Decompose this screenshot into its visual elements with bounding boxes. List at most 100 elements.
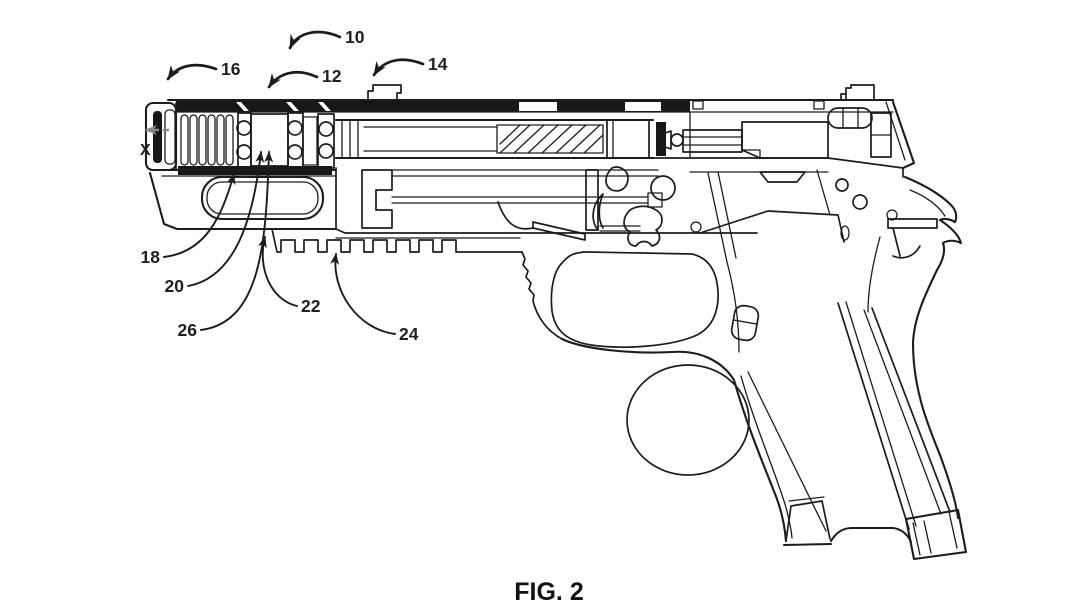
backstrap-outer <box>913 270 958 518</box>
comp-housing-front-bottom <box>150 173 336 229</box>
rear-sight-capsule-lines <box>843 108 858 128</box>
band-slash <box>318 102 331 111</box>
accessory-rail-notches <box>272 229 522 252</box>
leader-22 <box>258 236 297 306</box>
trigger-guard-serrated-front <box>522 252 562 339</box>
ref-label-10: 10 <box>345 27 365 47</box>
trigger-pivot-housing <box>586 170 598 230</box>
leader-18 <box>164 173 236 257</box>
fire-control-group <box>498 167 937 262</box>
slide <box>168 85 914 182</box>
magazine-rear <box>872 308 950 512</box>
barrel-assembly <box>336 120 828 158</box>
slide-rear-edge <box>893 102 914 168</box>
leader-26 <box>201 151 274 330</box>
magazine-front-inner <box>846 302 916 526</box>
breech-block <box>742 122 828 158</box>
slide-top-tab <box>693 101 703 109</box>
ref-label-12: 12 <box>322 66 342 86</box>
slide-top-hatch-band <box>176 101 690 112</box>
grip-seam-slants <box>708 172 736 262</box>
muzzle-threads <box>342 120 358 158</box>
grip-foot-wedge <box>786 501 830 541</box>
magazine-rear-inner <box>864 310 941 514</box>
barrel-bore-lines <box>364 127 497 151</box>
hammer-hook <box>893 228 920 258</box>
band-cutout <box>625 102 661 111</box>
front-sight <box>368 85 401 100</box>
comp-front-cap-inner <box>165 110 175 164</box>
leader-24 <box>330 253 395 334</box>
barrel-outline <box>336 120 653 158</box>
ref-label-26: 26 <box>178 320 198 340</box>
striker-cone <box>662 131 671 149</box>
rear-sight-capsule <box>828 108 872 128</box>
slide-rear-inner-edge <box>886 102 905 160</box>
arrow-16 <box>168 65 216 79</box>
comp-baffles <box>237 113 334 169</box>
grip-front-seam <box>727 262 739 352</box>
mag-well-front-wall <box>748 372 826 531</box>
grip-shell-inner <box>868 237 880 312</box>
guide-rod-upper-lines <box>392 170 658 176</box>
fcu-pin-small <box>691 222 701 232</box>
front-strap-outer <box>734 380 786 541</box>
hammer-strut-bar <box>888 219 937 228</box>
breech-block-step <box>742 150 760 158</box>
takedown-lever <box>533 222 585 240</box>
leader-20 <box>188 151 265 286</box>
comp-window-outer <box>202 177 323 219</box>
arrow-10 <box>290 32 340 48</box>
rear-sight <box>841 85 874 100</box>
striker-rod <box>683 130 742 152</box>
beavertail-outline <box>905 177 961 270</box>
grip-hollow <box>627 365 749 475</box>
ref-label-18: 18 <box>141 247 161 267</box>
sear-housing-outline <box>700 211 844 242</box>
breech-dark-bar <box>656 122 666 156</box>
fcu-pin-hole-large <box>651 176 675 200</box>
reference-numerals: 10 16 12 14 18 20 26 22 24 X FIG. 2 <box>140 27 584 606</box>
slide-catch-arm <box>498 202 533 229</box>
band-slash <box>286 102 299 111</box>
fcu-pin <box>887 210 897 220</box>
arrow-12 <box>269 72 317 87</box>
comp-spring-ribs <box>181 115 233 165</box>
ref-label-24: 24 <box>399 324 419 344</box>
ref-label-14: 14 <box>428 54 448 74</box>
band-cutout <box>519 102 557 111</box>
slide-top-tab <box>814 101 824 109</box>
recoil-assembly <box>362 170 662 228</box>
striker-rod-lines <box>683 137 742 145</box>
mag-release-button <box>730 304 760 342</box>
frame <box>272 229 757 380</box>
reference-annotations <box>144 32 423 334</box>
striker-ball <box>671 134 683 146</box>
trigger-guard-opening <box>551 252 718 347</box>
barrel-rifling <box>497 125 603 153</box>
barrel-chamber-block <box>607 120 649 158</box>
band-slash <box>236 102 249 111</box>
grip-foot-line <box>789 497 824 501</box>
rear-seam-slant <box>817 170 830 215</box>
axis-label-x: X <box>140 142 151 159</box>
front-strap-inner <box>741 376 792 538</box>
fcu-pin <box>836 179 848 191</box>
fcu-cutout-kidney <box>606 167 628 191</box>
comp-front-cap-core <box>153 111 162 163</box>
compensator-module <box>146 103 358 229</box>
magazine-baseplate <box>906 510 966 559</box>
fcu-slot <box>841 226 849 240</box>
slide-bottom-tab <box>760 172 805 182</box>
beavertail-inner <box>910 190 945 216</box>
arrow-14 <box>374 60 423 75</box>
ref-label-20: 20 <box>165 276 185 296</box>
magazine-baseplate-lines <box>913 512 957 555</box>
grip-bottom-arch <box>831 528 911 542</box>
ref-label-22: 22 <box>301 296 321 316</box>
grip <box>627 177 966 559</box>
guide-rod-lower-lines <box>392 197 648 203</box>
comp-window-inner <box>207 182 318 214</box>
